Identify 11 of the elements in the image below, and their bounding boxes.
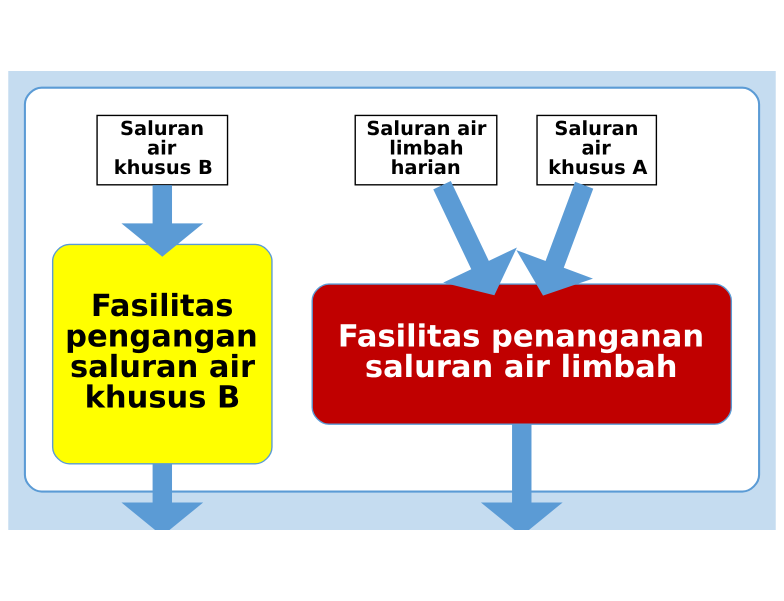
node-box: Fasilitas pengangan saluran air khusus B: [52, 244, 273, 464]
arrow: [480, 424, 563, 530]
arrow: [433, 181, 517, 296]
arrow: [121, 464, 204, 530]
arrow: [121, 185, 204, 257]
node-box: Fasilitas penanganan saluran air limbah: [312, 283, 732, 425]
node-box: Saluran air khusus B: [96, 114, 228, 186]
node-box: Saluran air khusus A: [536, 114, 658, 186]
cluster: [24, 86, 760, 493]
node-box: Saluran air limbah harian: [354, 114, 498, 186]
arrow: [516, 182, 594, 296]
